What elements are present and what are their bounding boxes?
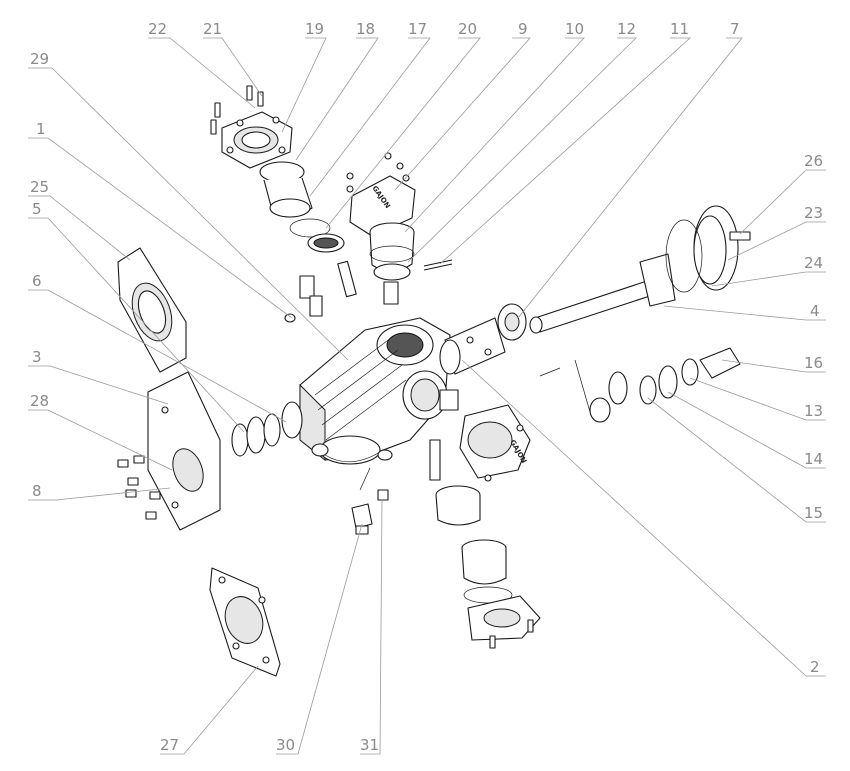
callout-13: 13	[804, 402, 823, 420]
callout-6: 6	[32, 272, 42, 290]
callout-18: 18	[356, 20, 375, 38]
right-shaft-parts	[539, 347, 741, 423]
pump-body	[299, 317, 451, 465]
left-flange	[117, 247, 187, 373]
drain-plug-parts	[351, 467, 389, 535]
callout-labels: 22 21 19 18 17 20 9 10 12 11 7 29 1 25 5…	[30, 20, 823, 754]
callout-25: 25	[30, 178, 49, 196]
callout-11: 11	[670, 20, 689, 38]
callout-7: 7	[730, 20, 740, 38]
left-bearing-housing	[439, 317, 506, 375]
callout-20: 20	[458, 20, 477, 38]
callout-4: 4	[810, 302, 820, 320]
right-flange-cover	[665, 205, 751, 293]
mounting-bracket	[147, 371, 221, 531]
callout-30: 30	[276, 736, 295, 754]
crankshaft	[497, 253, 676, 341]
callout-14: 14	[804, 450, 823, 468]
callout-19: 19	[305, 20, 324, 38]
lower-right-head: GAJON	[439, 389, 531, 482]
callout-29: 29	[30, 50, 49, 68]
callout-27: 27	[160, 736, 179, 754]
callout-26: 26	[804, 152, 823, 170]
upper-cylinder-sleeve	[259, 161, 345, 253]
callout-leaders	[28, 37, 826, 755]
base-plate	[209, 567, 281, 677]
callout-8: 8	[32, 482, 42, 500]
upper-right-head: GAJON	[346, 152, 453, 305]
callout-3: 3	[32, 348, 42, 366]
callout-28: 28	[30, 392, 49, 410]
callout-15: 15	[804, 504, 823, 522]
callout-23: 23	[804, 204, 823, 222]
callout-9: 9	[518, 20, 528, 38]
callout-22: 22	[148, 20, 167, 38]
callout-1: 1	[36, 120, 46, 138]
lower-cylinder-assembly	[429, 439, 541, 649]
top-head-cover	[210, 85, 293, 169]
callout-5: 5	[32, 200, 42, 218]
left-seal-rings	[231, 401, 303, 457]
callout-16: 16	[804, 354, 823, 372]
upper-connecting-rod	[284, 260, 357, 323]
mounting-bolts	[117, 455, 161, 520]
callout-2: 2	[810, 658, 820, 676]
callout-24: 24	[804, 254, 823, 272]
callout-21: 21	[203, 20, 222, 38]
callout-10: 10	[565, 20, 584, 38]
callout-17: 17	[408, 20, 427, 38]
callout-12: 12	[617, 20, 636, 38]
callout-31: 31	[360, 736, 379, 754]
parts-drawing: GAJON	[117, 85, 751, 677]
